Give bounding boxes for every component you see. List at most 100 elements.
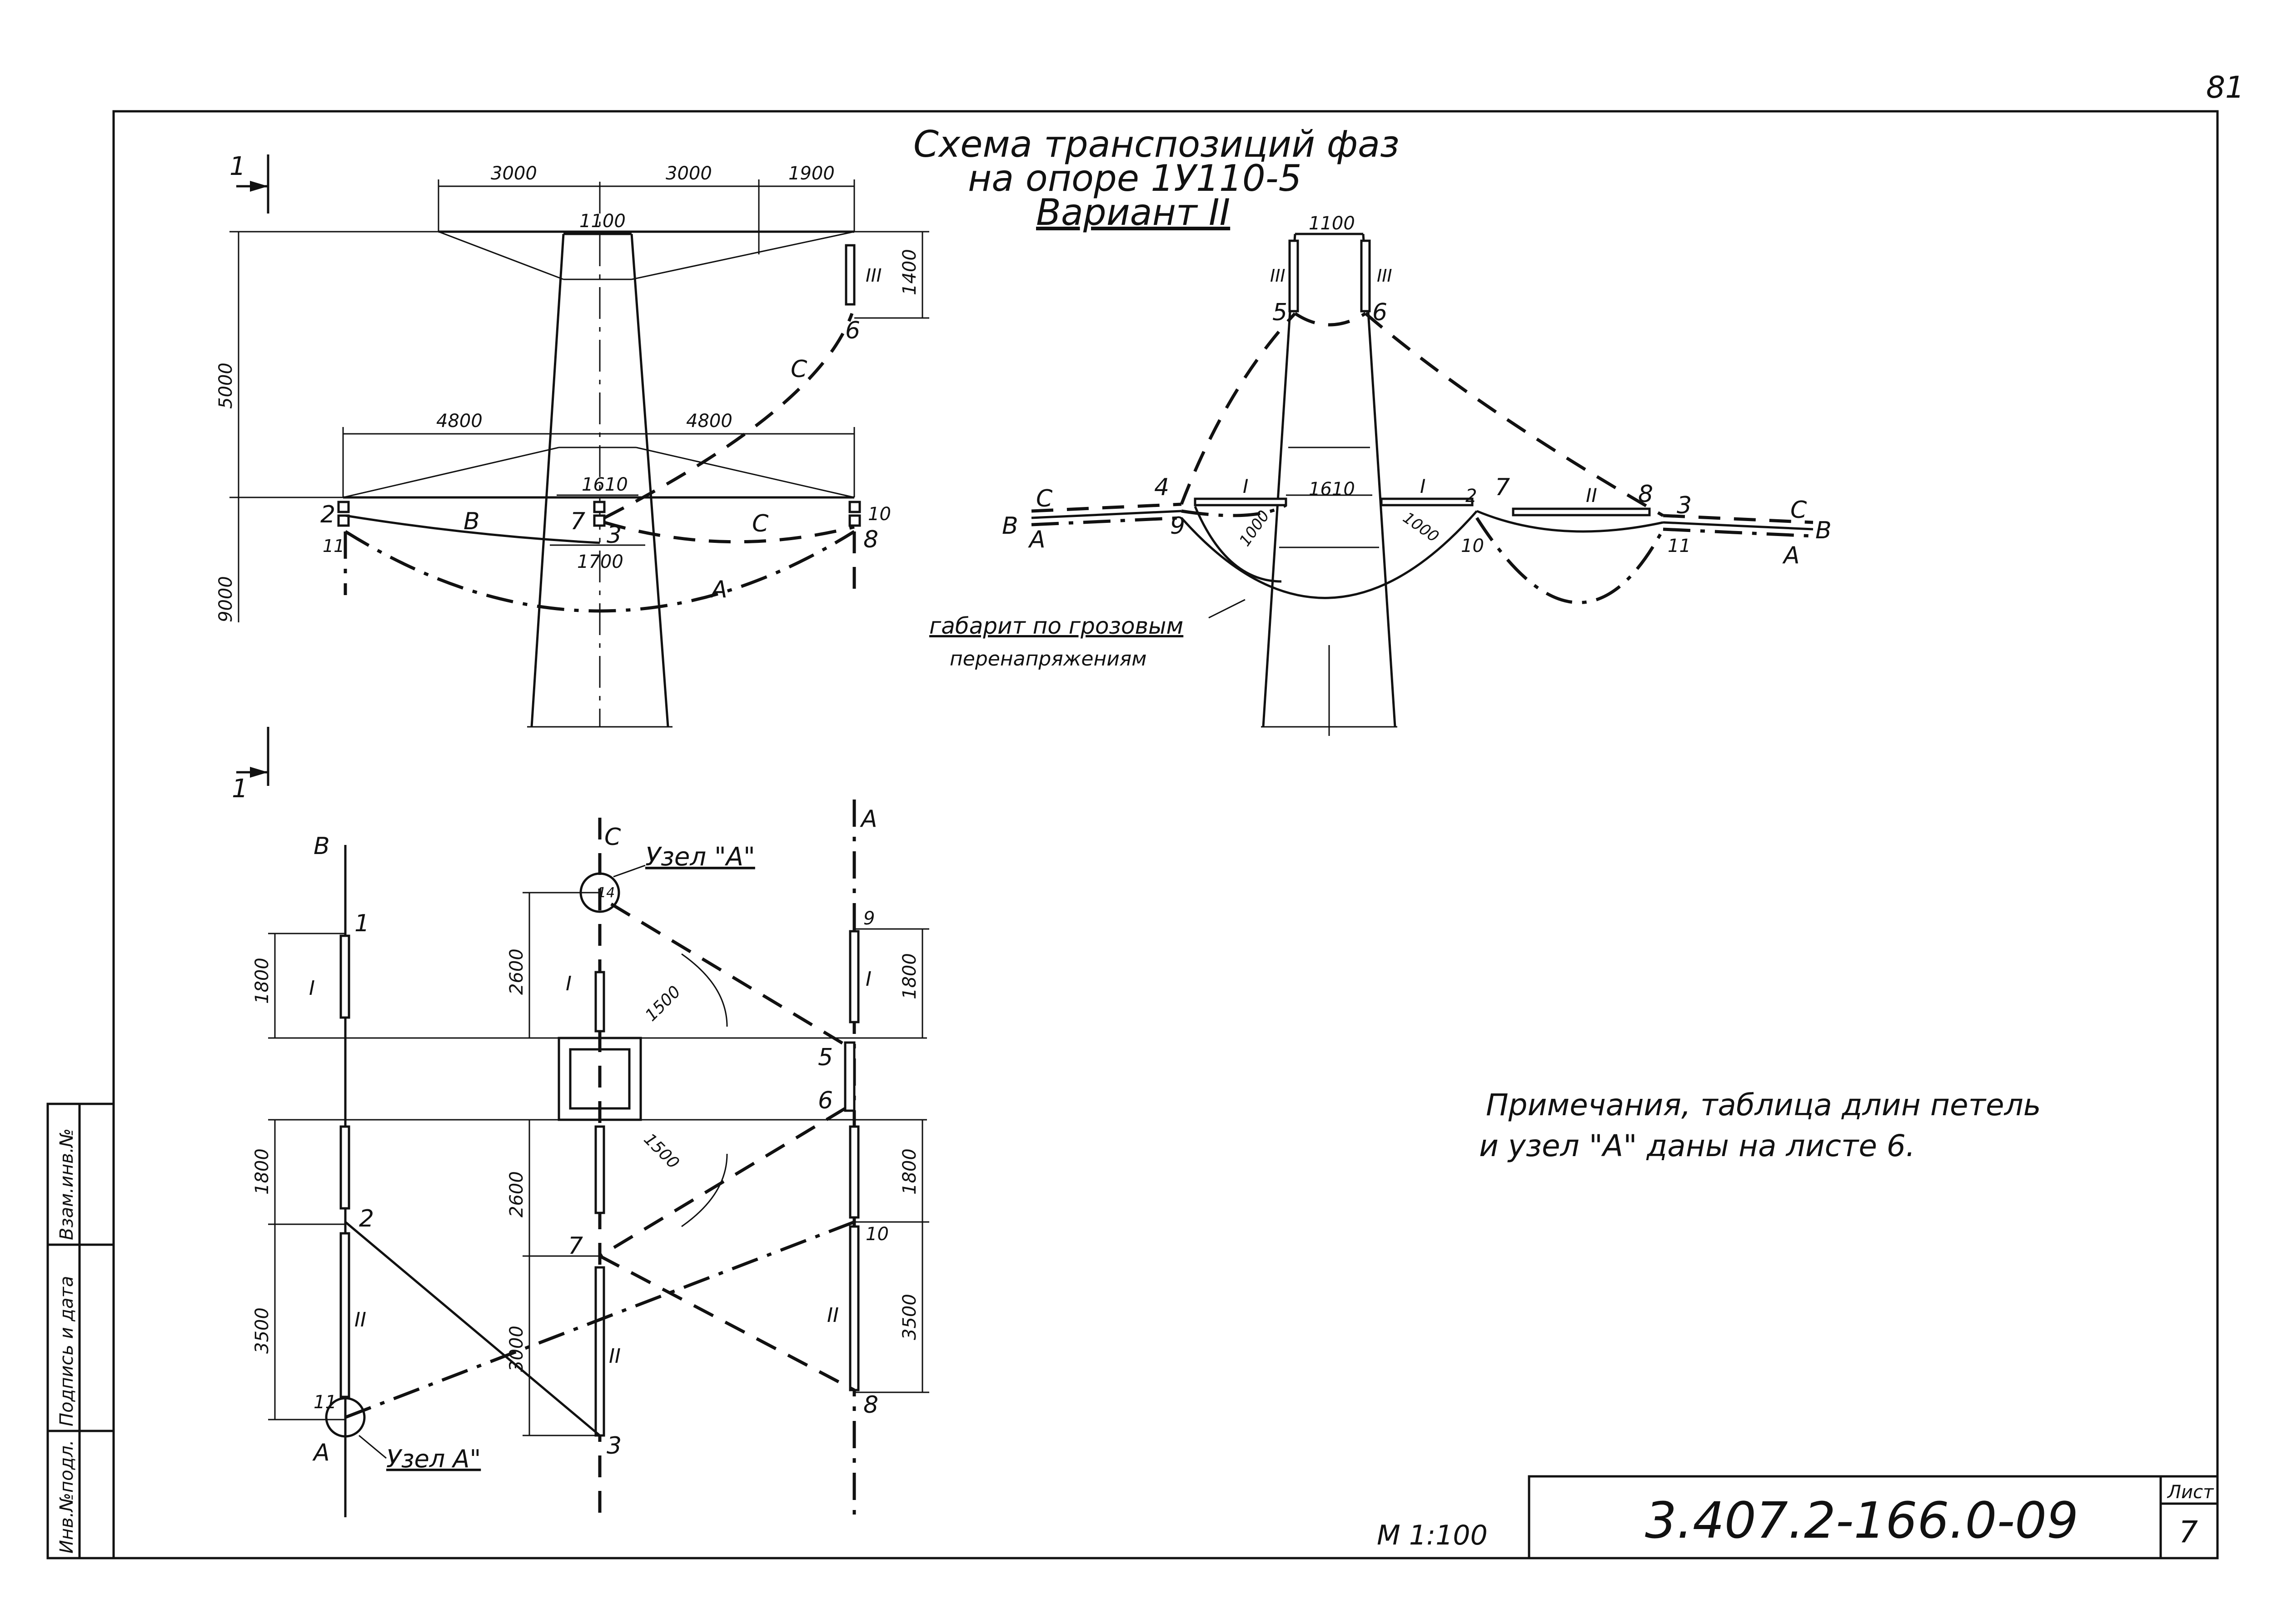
plan-pt-5: 5 <box>818 1044 833 1071</box>
pt-2-right: 2 <box>1465 486 1477 507</box>
plan-dim-m-3000: 3000 <box>506 1326 527 1372</box>
scale-label: М 1:100 <box>1377 1520 1488 1551</box>
dim-1400: 1400 <box>899 249 920 295</box>
phase-a-rr: A <box>1782 542 1800 569</box>
stamp-zam-label: Взам.инв.№ <box>56 1128 77 1240</box>
plan-dim-r-1800a: 1800 <box>899 953 920 999</box>
pt-10-left: 10 <box>868 504 891 525</box>
node-label-bottom: Узел А" <box>386 1445 481 1473</box>
plan-ins-i-b: I <box>309 977 315 1000</box>
phase-c-rl: C <box>1036 485 1053 512</box>
gabarit-note-line2: перенапряжениям <box>950 647 1146 670</box>
side-stamp: Инв.№подл. Подпись и дата Взам.инв.№ <box>46 1103 115 1559</box>
node-label-top: Узел "А" <box>645 842 755 872</box>
note-line1: Примечания, таблица длин петель <box>1486 1088 2041 1122</box>
phase-c-left-lower: C <box>752 510 769 537</box>
dim-1500-lower: 1500 <box>640 1130 683 1172</box>
pt-3-left: 3 <box>607 521 622 549</box>
dim-4800-right: 4800 <box>686 411 732 432</box>
plan-dim-l-1800a: 1800 <box>252 958 273 1004</box>
plan-ins-ii-a: II <box>827 1304 839 1327</box>
pt-4-right: 4 <box>1154 474 1169 501</box>
dim-5000: 5000 <box>215 363 236 409</box>
pt-5-right: 5 <box>1272 299 1287 326</box>
plan-col-b: B <box>314 833 330 860</box>
pt-9-right: 9 <box>1170 512 1185 540</box>
plan-pt-11: 11 <box>314 1392 337 1413</box>
plan-dim-l-3500: 3500 <box>252 1307 273 1354</box>
title-block: Схема транспозиций фаз на опоре 1У110-5 … <box>913 123 1400 233</box>
dim-1100-right: 1100 <box>1309 213 1355 234</box>
section-mark-top-label: 1 <box>229 152 246 181</box>
plan-pt-10: 10 <box>866 1224 889 1245</box>
plan-pt-7: 7 <box>568 1232 583 1260</box>
plan-view: B C A I II I II I II Узел "А" 14 Узел А" <box>252 800 929 1517</box>
pt-6-left: 6 <box>845 317 860 344</box>
plan-pt-1: 1 <box>354 910 369 937</box>
dim-1000-right-arc: 1000 <box>1400 509 1442 546</box>
phase-c-rr: C <box>1790 497 1807 524</box>
pt-8-left: 8 <box>863 526 878 553</box>
doc-code: 3.407.2-166.0-09 <box>1645 1491 2078 1550</box>
plan-pt-3: 3 <box>607 1432 622 1460</box>
title-line3: Вариант II <box>1036 191 1230 233</box>
plan-pt-2: 2 <box>359 1205 374 1232</box>
plan-dim-r-1800b: 1800 <box>899 1148 920 1195</box>
phase-b-rr: B <box>1815 517 1832 544</box>
page-number: 81 <box>2206 70 2244 105</box>
ins-label-iii-left: III <box>866 265 882 286</box>
dim-1700: 1700 <box>577 551 623 572</box>
gabarit-note-line1: габарит по грозовым <box>929 613 1183 639</box>
plan-dim-m-2600a: 2600 <box>506 949 527 995</box>
elevation-right: 1100 1610 III III 5 6 I I II C B A C B A <box>929 213 1832 736</box>
plan-col-c: C <box>604 824 621 851</box>
dim-1900: 1900 <box>788 163 835 184</box>
phase-a-left: A <box>710 576 727 603</box>
plan-ins-ii-c: II <box>609 1345 621 1368</box>
dim-1100-top: 1100 <box>579 211 626 232</box>
note-line2: и узел "А" даны на листе 6. <box>1479 1128 1915 1163</box>
title-line1: Схема транспозиций фаз <box>913 123 1400 165</box>
elevation-left: 3000 3000 1900 1100 4800 4800 1610 1700 … <box>215 163 929 728</box>
dim-1000-left-arc: 1000 <box>1236 507 1273 550</box>
stamp-inv-label: Инв.№подл. <box>56 1440 77 1554</box>
pt-10-right: 10 <box>1461 536 1484 556</box>
phase-c-left-upper: C <box>791 356 807 383</box>
ins-iii-r1: III <box>1270 266 1285 286</box>
pt-8-right: 8 <box>1638 481 1653 508</box>
pt-3-right: 3 <box>1677 492 1692 519</box>
plan-ins-i-c: I <box>566 972 572 995</box>
pt-11-right: 11 <box>1668 536 1691 556</box>
phase-b-rl: B <box>1002 512 1018 540</box>
plan-dim-m-2600b: 2600 <box>506 1171 527 1217</box>
sheet-frame <box>112 110 2219 1559</box>
pt-2-left: 2 <box>320 501 335 528</box>
plan-pt-8: 8 <box>863 1391 878 1419</box>
plan-pt-9: 9 <box>863 908 875 929</box>
dim-1500-upper: 1500 <box>642 983 684 1025</box>
section-mark-bottom-label: 1 <box>232 774 248 804</box>
phase-b-left: B <box>463 508 480 535</box>
plan-col-a: A <box>860 805 877 833</box>
sheet-label: Лист <box>2167 1482 2214 1503</box>
title-stamp: М 1:100 3.407.2-166.0-09 Лист 7 <box>1377 1475 2219 1559</box>
ins-ii-r: II <box>1586 484 1597 507</box>
ins-i-r1: I <box>1243 475 1248 497</box>
pt-7-left: 7 <box>570 508 585 535</box>
dim-9000: 9000 <box>215 576 236 622</box>
plan-pt-a: A <box>312 1439 330 1466</box>
ins-i-r2: I <box>1420 475 1425 497</box>
dim-3000-left: 3000 <box>491 163 537 184</box>
section-mark-bottom: 1 <box>232 727 269 804</box>
stamp-sign-label: Подпись и дата <box>56 1276 77 1426</box>
dim-1610-right: 1610 <box>1309 479 1355 500</box>
sheet-number: 7 <box>2179 1515 2198 1550</box>
dim-1610: 1610 <box>582 474 628 495</box>
pt-11-left: 11 <box>323 536 344 556</box>
section-mark-top: 1 <box>229 152 269 214</box>
phase-a-rl: A <box>1028 526 1046 553</box>
plan-dim-l-1800b: 1800 <box>252 1148 273 1195</box>
pt-7-right: 7 <box>1495 474 1510 501</box>
plan-pt-6: 6 <box>818 1087 833 1114</box>
